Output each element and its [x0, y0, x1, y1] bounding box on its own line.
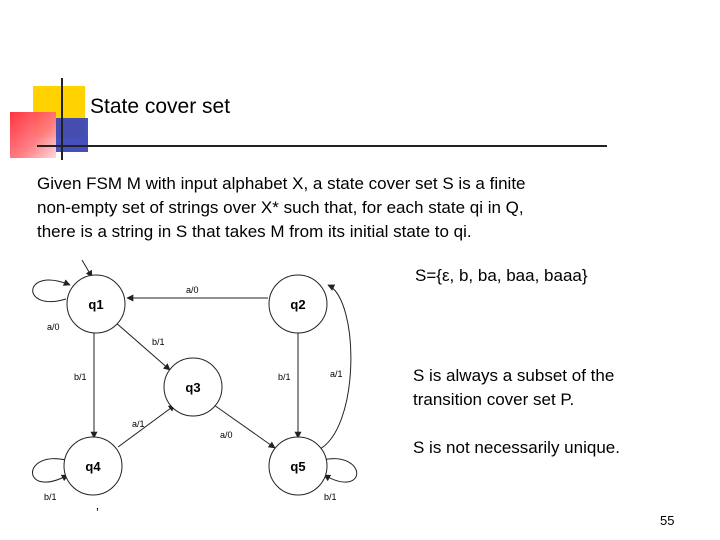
- state-q2: q2: [269, 275, 327, 333]
- edge-q4-q3: [118, 405, 175, 447]
- state-q3: q3: [164, 358, 222, 416]
- vertical-rule: [61, 78, 63, 160]
- state-label: q2: [290, 297, 305, 312]
- state-label: q1: [88, 297, 103, 312]
- definition-text: Given FSM M with input alphabet X, a sta…: [37, 172, 637, 244]
- edge-label-q1-q3: b/1: [152, 337, 165, 347]
- edge-label-q5-self: b/1: [324, 492, 337, 502]
- edge-q1-self: [33, 280, 70, 302]
- edge-q4-self: [32, 459, 68, 482]
- page-number: 55: [660, 513, 674, 528]
- edge-label-q2-q5: b/1: [278, 372, 291, 382]
- state-q1: q1: [67, 275, 125, 333]
- subset-note-line: S is always a subset of the: [413, 364, 614, 388]
- state-label: q4: [85, 459, 101, 474]
- definition-line: there is a string in S that takes M from…: [37, 220, 637, 244]
- edge-q3-q5: [214, 405, 275, 448]
- definition-line: Given FSM M with input alphabet X, a sta…: [37, 172, 637, 196]
- uniqueness-note: S is not necessarily unique.: [413, 436, 620, 460]
- edge-label-q4-q3: a/1: [132, 419, 145, 429]
- state-label: q3: [185, 380, 200, 395]
- stray-mark: ’: [96, 505, 99, 520]
- state-cover-set: S={ε, b, ba, baa, baaa}: [415, 264, 588, 288]
- subset-note: S is always a subset of the transition c…: [413, 364, 614, 412]
- edge-label-q4-self: b/1: [44, 492, 57, 502]
- definition-line: non-empty set of strings over X* such th…: [37, 196, 637, 220]
- edge-label-q3-q5: a/0: [220, 430, 233, 440]
- slide-title: State cover set: [90, 95, 230, 119]
- initial-state-arrow: [82, 260, 92, 277]
- edge-label-q5-q2: a/1: [330, 369, 343, 379]
- state-q5: q5: [269, 437, 327, 495]
- red-square-decoration: [10, 112, 56, 158]
- edge-label-q2-q1: a/0: [186, 285, 199, 295]
- edge-label-q1-self: a/0: [47, 322, 60, 332]
- horizontal-rule: [37, 145, 607, 147]
- subset-note-line: transition cover set P.: [413, 388, 614, 412]
- state-label: q5: [290, 459, 305, 474]
- fsm-diagram: q1 q2 q3 q4 q5 a/0 a/0 b/1 b/1 b/1 a/1 a…: [0, 255, 370, 505]
- edge-label-q1-q4: b/1: [74, 372, 87, 382]
- state-q4: q4: [64, 437, 122, 495]
